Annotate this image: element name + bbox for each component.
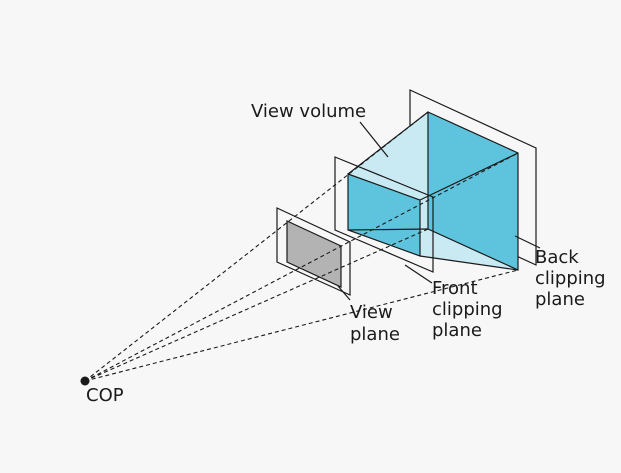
- view-volume-back-face: [428, 112, 518, 270]
- projector-line: [84, 269, 519, 382]
- front-clipping-plane: [334, 156, 434, 273]
- view-plane-leader: [337, 285, 351, 301]
- volume-edge: [347, 228, 429, 231]
- volume-edge: [419, 255, 519, 271]
- cop-label: COP: [86, 385, 124, 406]
- projector-line: [84, 152, 519, 382]
- view-plane-label-line2: plane: [350, 324, 400, 345]
- cop-point: [80, 376, 90, 386]
- front-plane-label-line3: plane: [432, 320, 482, 341]
- view-plane-projection: [286, 220, 342, 288]
- back-plane-leader: [514, 235, 541, 249]
- volume-edge: [419, 152, 519, 201]
- view-volume-leader: [359, 121, 389, 158]
- view-plane-label-line1: View: [350, 302, 393, 323]
- front-plane-leader: [404, 264, 433, 284]
- back-plane-label-line1: Back: [535, 247, 579, 268]
- front-plane-label-line1: Front: [432, 278, 478, 299]
- back-plane-label-line3: plane: [535, 289, 585, 310]
- view-volume-label: View volume: [251, 101, 366, 122]
- back-plane-label-line2: clipping: [535, 268, 606, 289]
- view-volume-front-face: [348, 174, 420, 256]
- front-plane-label-line2: clipping: [432, 299, 503, 320]
- view-plane-frame: [276, 207, 351, 296]
- projector-line: [84, 111, 429, 382]
